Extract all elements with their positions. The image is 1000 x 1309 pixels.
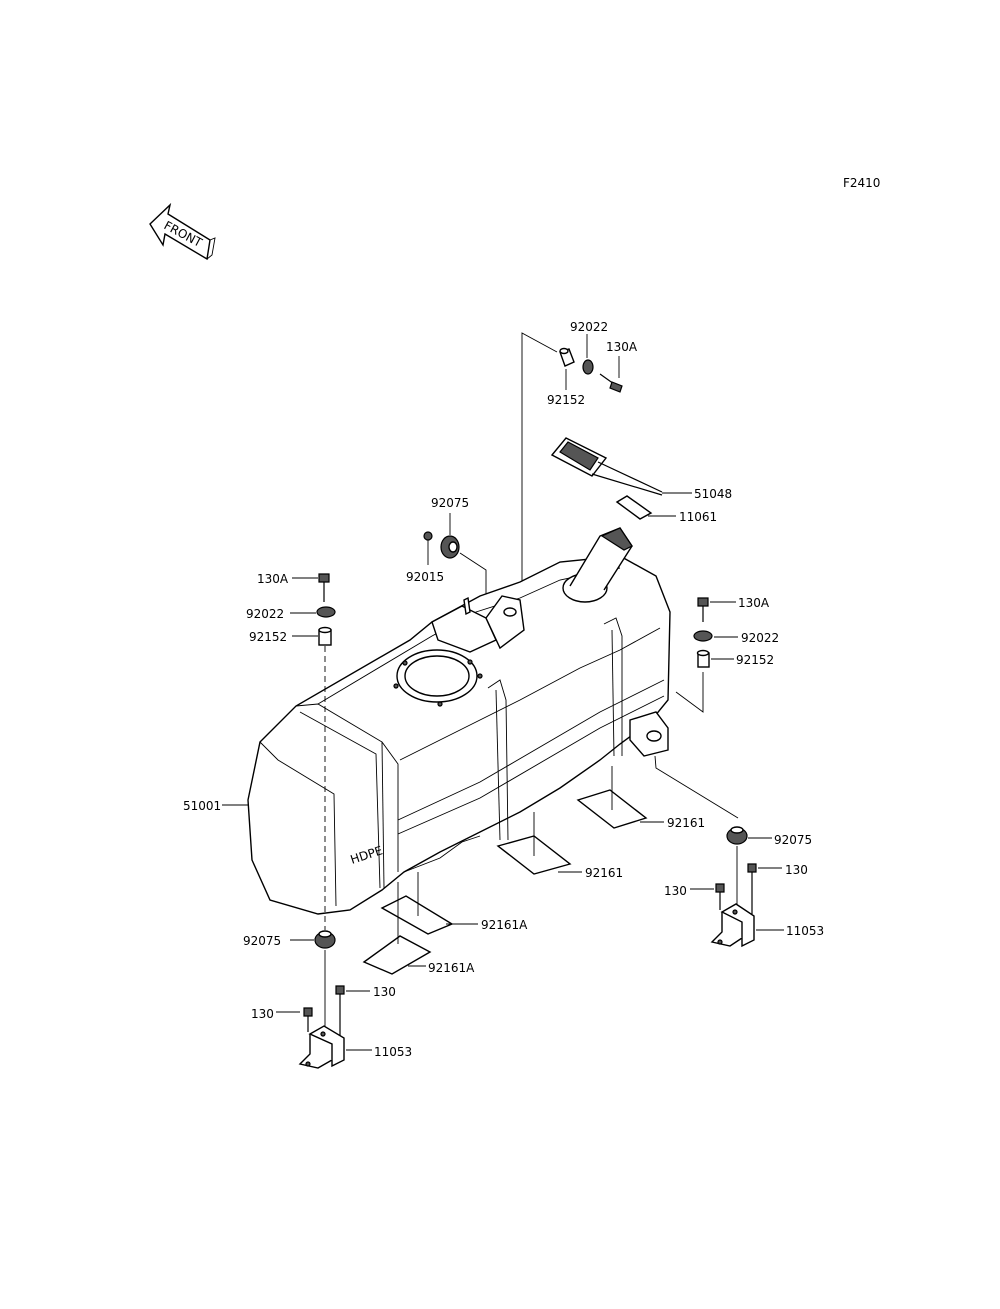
callout-92161-b: 92161 — [585, 866, 623, 880]
callout-11053-right: 11053 — [786, 924, 824, 938]
grommet-92075-left — [314, 930, 336, 949]
collar-92152-top — [559, 347, 575, 367]
callout-51048: 51048 — [694, 487, 732, 501]
front-arrow-icon: FRONT — [149, 202, 216, 261]
callout-130-right-b: 130 — [664, 884, 687, 898]
bracket-11053-left — [298, 1025, 345, 1069]
figure-id: F2410 — [843, 176, 880, 190]
callout-130-left-a: 130 — [373, 985, 396, 999]
fuel-cap-51048 — [550, 437, 663, 496]
callout-92152-left: 92152 — [249, 630, 287, 644]
washer-92022-top — [582, 359, 594, 375]
callout-51001: 51001 — [183, 799, 221, 813]
clip-92015 — [423, 531, 433, 541]
pad-92161A-b — [362, 935, 432, 975]
washer-92022-right — [693, 630, 713, 642]
grommet-92075-right — [726, 826, 748, 845]
callout-92022-top: 92022 — [570, 320, 608, 334]
callout-92015: 92015 — [406, 570, 444, 584]
bolt-130-right-b — [715, 883, 725, 910]
callout-130A-left: 130A — [257, 572, 289, 586]
callout-92075-right: 92075 — [774, 833, 812, 847]
callout-92022-right: 92022 — [741, 631, 779, 645]
fuel-tank-51001: HDPE — [247, 527, 671, 915]
bolt-130-right-a — [747, 863, 757, 914]
callout-130A-right: 130A — [738, 596, 770, 610]
callout-92152-top: 92152 — [547, 393, 585, 407]
grommet-92075-top — [440, 535, 460, 559]
bolt-130A-right — [697, 597, 709, 622]
callout-11053-left: 11053 — [374, 1045, 412, 1059]
bolt-130A-left — [318, 573, 330, 602]
callout-92075-top: 92075 — [431, 496, 469, 510]
bracket-11053-right — [710, 903, 755, 948]
gasket-11061 — [615, 495, 653, 520]
callout-92022-left: 92022 — [246, 607, 284, 621]
callout-130-left-b: 130 — [251, 1007, 274, 1021]
callout-92161A-b: 92161A — [428, 961, 475, 975]
bolt-130A-top — [599, 373, 623, 393]
callout-92075-left: 92075 — [243, 934, 281, 948]
callout-130-right-a: 130 — [785, 863, 808, 877]
washer-92022-left — [316, 606, 336, 618]
callout-92152-right: 92152 — [736, 653, 774, 667]
pad-92161A-a — [380, 895, 454, 935]
callout-92161-a: 92161 — [667, 816, 705, 830]
callout-11061: 11061 — [679, 510, 717, 524]
collar-92152-left — [318, 626, 332, 646]
callout-92161A-a: 92161A — [481, 918, 528, 932]
bolt-130-left-a — [335, 985, 345, 1036]
collar-92152-right — [696, 649, 710, 668]
callout-130A-top: 130A — [606, 340, 638, 354]
bolt-130-left-b — [303, 1007, 313, 1032]
